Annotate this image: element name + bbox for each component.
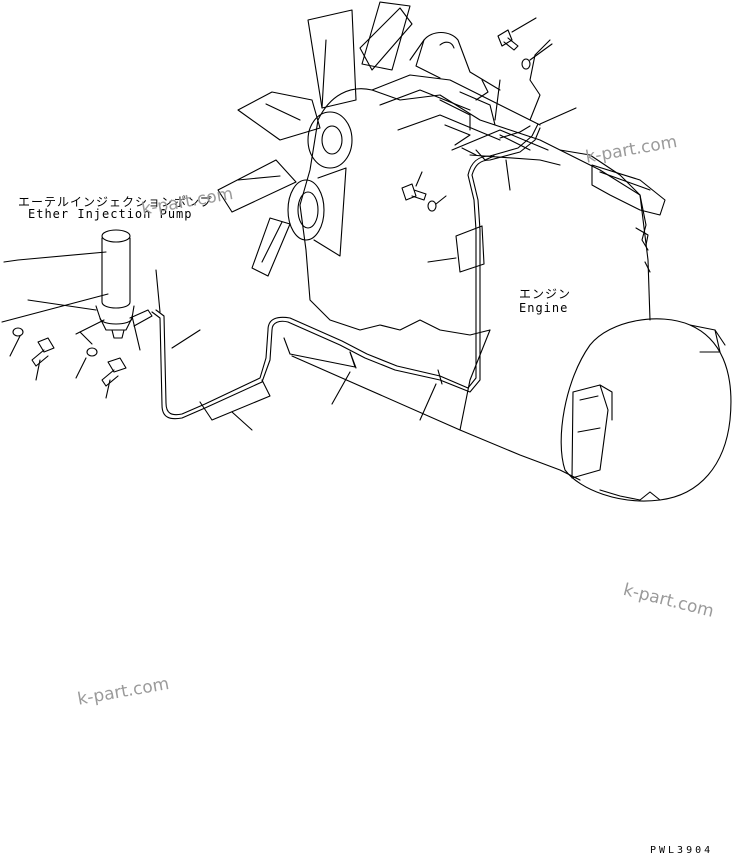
ether-pump [3,229,153,339]
pump-label-jp: エーテルインジェクションポンプ [18,195,213,209]
flywheel-housing [560,318,732,502]
bolts-washers [1,17,553,399]
pump-label-en: Ether Injection Pump [28,207,193,221]
cooling-fan [217,1,413,277]
engine-label-en: Engine [519,301,569,315]
engine-label-jp: エンジン [519,287,572,301]
turbo-exhaust [409,31,501,101]
drawing-code: PWL3904 [650,845,714,856]
ether-line-tube [151,39,577,431]
engine-block [299,74,666,481]
